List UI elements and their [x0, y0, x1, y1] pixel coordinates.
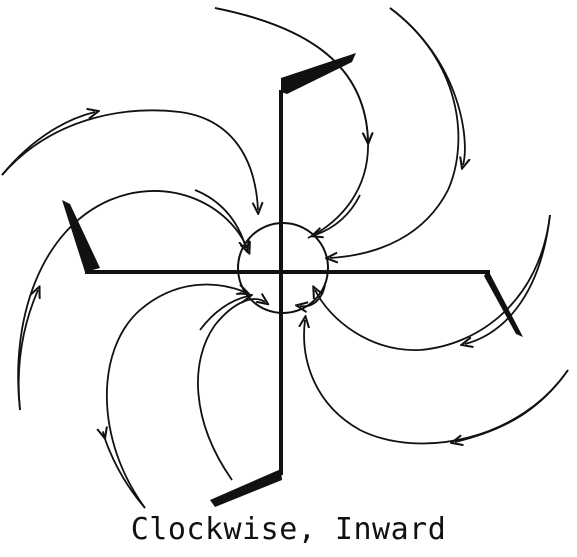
streamline-5b [103, 432, 145, 508]
streamline-5 [107, 285, 245, 508]
streamline-1-arrow [215, 8, 368, 140]
bottom-flag [210, 469, 282, 507]
streamline-7 [18, 191, 248, 410]
streamline-6 [198, 299, 265, 480]
inner-hook-4 [200, 296, 248, 330]
left-flag [62, 200, 100, 272]
streamline-7b [19, 290, 38, 410]
right-flag [484, 270, 523, 337]
flow-pattern-diagram [0, 0, 577, 510]
streamline-3b [465, 215, 550, 344]
diagram-caption: Clockwise, Inward [0, 512, 577, 547]
streamline-2 [330, 8, 458, 258]
streamline-8 [2, 110, 258, 210]
streamline-4 [304, 320, 568, 444]
streamline-2b [390, 8, 465, 165]
streamline-1 [215, 8, 368, 238]
front-arms [85, 90, 490, 475]
inner-hook-1 [195, 190, 246, 248]
streamline-4b [455, 370, 568, 442]
arm-flags [62, 53, 523, 507]
